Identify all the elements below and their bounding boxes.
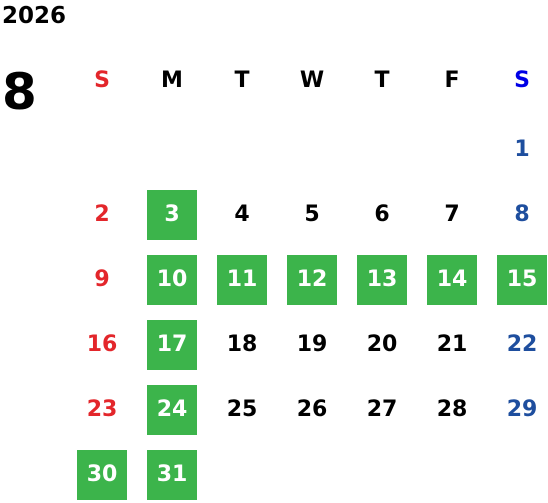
day-cell: 8 <box>514 202 530 227</box>
highlighted-day-cell: 11 <box>217 255 267 305</box>
day-cell: 26 <box>296 397 328 422</box>
day-cell: 27 <box>366 397 398 422</box>
weekday-header-tue: T <box>234 68 250 93</box>
highlighted-day-cell: 13 <box>357 255 407 305</box>
day-cell: 9 <box>94 267 110 292</box>
highlighted-day-cell: 30 <box>77 450 127 500</box>
day-cell: 28 <box>436 397 468 422</box>
calendar-month: 8 <box>2 63 37 121</box>
highlighted-day-cell: 31 <box>147 450 197 500</box>
highlighted-day-cell: 14 <box>427 255 477 305</box>
day-cell: 29 <box>506 397 538 422</box>
day-cell: 4 <box>234 202 250 227</box>
day-cell: 20 <box>366 332 398 357</box>
weekday-header-mon: M <box>161 68 183 93</box>
day-cell: 23 <box>86 397 118 422</box>
day-cell: 16 <box>86 332 118 357</box>
weekday-header-thu: T <box>374 68 390 93</box>
day-cell: 19 <box>296 332 328 357</box>
calendar-year: 2026 <box>2 3 67 29</box>
day-cell: 22 <box>506 332 538 357</box>
day-cell: 21 <box>436 332 468 357</box>
highlighted-day-cell: 15 <box>497 255 547 305</box>
day-cell: 18 <box>226 332 258 357</box>
weekday-header-sun: S <box>94 68 110 93</box>
highlighted-day-cell: 17 <box>147 320 197 370</box>
day-cell: 1 <box>514 137 530 162</box>
highlighted-day-cell: 10 <box>147 255 197 305</box>
weekday-header-fri: F <box>444 68 460 93</box>
day-cell: 5 <box>304 202 320 227</box>
highlighted-day-cell: 24 <box>147 385 197 435</box>
weekday-header-sat: S <box>514 68 530 93</box>
day-cell: 25 <box>226 397 258 422</box>
day-cell: 2 <box>94 202 110 227</box>
highlighted-day-cell: 3 <box>147 190 197 240</box>
day-cell: 7 <box>444 202 460 227</box>
weekday-header-wed: W <box>299 68 325 93</box>
day-cell: 6 <box>374 202 390 227</box>
highlighted-day-cell: 12 <box>287 255 337 305</box>
